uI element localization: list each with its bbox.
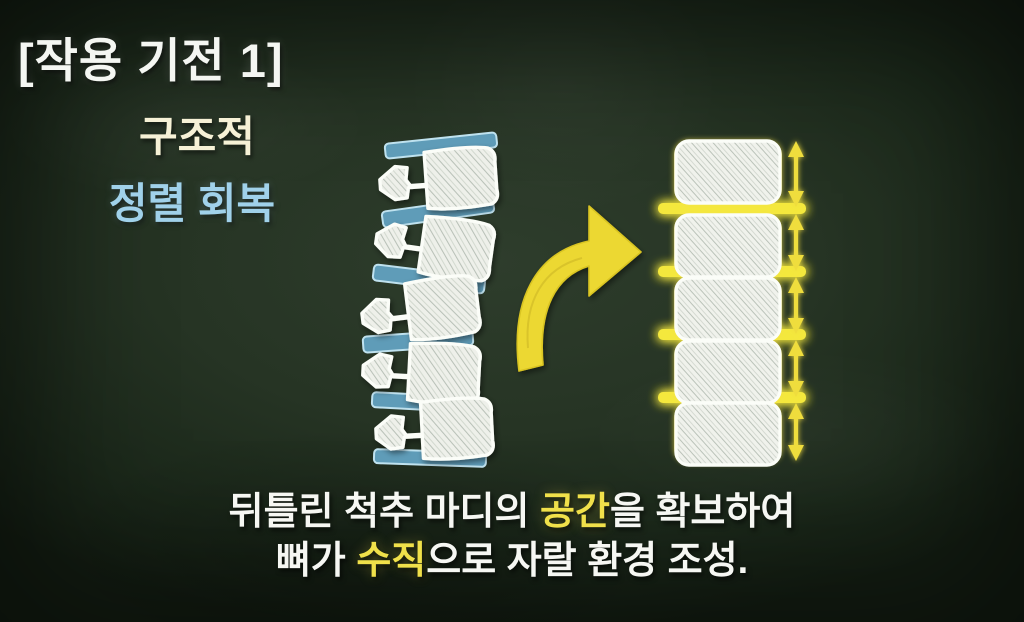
vertebra-right-4: [674, 339, 782, 405]
transformation-arrow: [516, 205, 642, 372]
caption-line2-pre: 뼈가: [275, 539, 357, 582]
disc-left-4: [361, 328, 475, 354]
caption-line1-pre: 뒤틀린 척추 마디의: [228, 491, 541, 533]
vertebra-left-5: [372, 394, 496, 465]
measure-arrow-5: [788, 403, 804, 461]
title-block: [작용 기전 1] 구조적 정렬 회복: [0, 22, 380, 231]
caption-line-1: 뒤틀린 척추 마디의 공간을 확보하여: [0, 488, 1024, 537]
vertebra-right-5: [674, 401, 782, 467]
measure-arrow-2: [788, 214, 804, 271]
aligned-spine-group: [658, 139, 806, 467]
slide-subtitle-cream: 구조적: [139, 113, 255, 160]
disc-group-left: [361, 131, 499, 468]
vertebra-left-4: [359, 337, 483, 408]
vertebra-right-2: [674, 213, 782, 279]
vertebra-right-1: [674, 139, 782, 205]
measure-arrow-4: [788, 340, 804, 397]
glow-line-group-right: [658, 203, 806, 403]
caption-line-2: 뼈가 수직으로 자랄 환경 조성.: [0, 537, 1024, 586]
vertebra-glow-halo: [674, 140, 782, 463]
caption-line1-highlight: 공간: [540, 491, 610, 533]
vertebra-left-2: [370, 206, 498, 286]
caption-line2-highlight: 수직: [356, 539, 427, 582]
glow-line-1: [658, 203, 806, 214]
vertebra-left-1: [376, 143, 501, 216]
measure-arrow-1: [788, 141, 804, 207]
vertebra-right-3: [674, 276, 782, 342]
measure-arrow-group: [788, 141, 804, 461]
glow-line-3: [658, 329, 806, 340]
slide-title: [작용 기전 1]: [18, 34, 284, 87]
disc-left-1: [383, 131, 499, 160]
glow-line-2: [658, 266, 806, 277]
disc-left-5: [370, 391, 486, 414]
disc-left-6: [372, 448, 488, 468]
slide-subtitle-blue: 정렬 회복: [108, 180, 276, 227]
disc-left-2: [380, 195, 496, 229]
vertebra-stack-right: [674, 139, 782, 467]
caption-line2-post: 으로 자랄 환경 조성.: [426, 539, 749, 582]
glow-line-4: [658, 392, 806, 403]
disc-left-3: [371, 263, 487, 295]
caption-block: 뒤틀린 척추 마디의 공간을 확보하여 뼈가 수직으로 자랄 환경 조성.: [0, 488, 1024, 585]
measure-arrow-3: [788, 277, 804, 334]
caption-line1-post: 을 확보하여: [609, 491, 796, 533]
vertebra-left-3: [357, 271, 484, 349]
